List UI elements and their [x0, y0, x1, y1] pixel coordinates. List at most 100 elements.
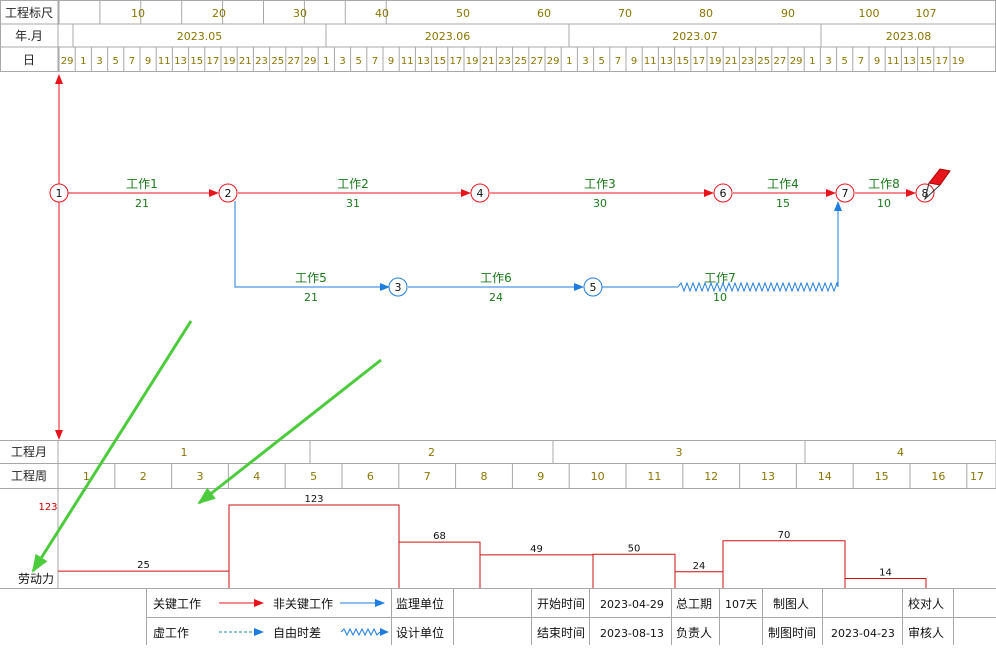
node-3-number: 3 [395, 281, 402, 294]
project-week-label: 14 [818, 470, 832, 483]
labor-value-label: 25 [137, 560, 150, 571]
project-month-label: 1 [181, 446, 188, 459]
activity-label-2: 工作2 [337, 177, 369, 191]
node-4-number: 4 [477, 187, 484, 200]
day-label: 15 [433, 56, 446, 67]
day-label: 25 [271, 56, 284, 67]
day-label: 11 [644, 56, 657, 67]
day-label: 17 [693, 56, 706, 67]
activity-duration-3: 30 [593, 197, 607, 210]
activity-duration-2: 31 [346, 197, 360, 210]
reviewer-label: 审核人 [908, 625, 944, 640]
day-label: 17 [207, 56, 220, 67]
project-week-label: 16 [931, 470, 945, 483]
scale-tick-label: 40 [375, 7, 389, 20]
day-label: 7 [858, 56, 864, 67]
draw-time-label: 制图时间 [768, 626, 816, 640]
project-week-label: 10 [591, 470, 605, 483]
activity-label-4: 工作4 [767, 177, 799, 191]
project-week-label: 4 [253, 470, 260, 483]
start-line-bottom-arrow [55, 430, 63, 440]
legend-supervisor: 监理单位 [396, 596, 444, 611]
node-2[interactable]: 2 [219, 184, 237, 202]
project-month-label: 3 [676, 446, 683, 459]
start-line-top-arrow [55, 74, 63, 84]
day-label: 13 [174, 56, 187, 67]
project-week-label: 3 [197, 470, 204, 483]
day-label: 19 [466, 56, 479, 67]
day-label: 1 [566, 56, 572, 67]
activity-duration-7: 10 [713, 291, 727, 304]
scale-row-label: 工程标尺 [5, 5, 53, 20]
day-label: 11 [158, 56, 171, 67]
project-week-label: 7 [424, 470, 431, 483]
project-week-label: 9 [537, 470, 544, 483]
node-1[interactable]: 1 [50, 184, 68, 202]
scale-tick-label: 30 [293, 7, 307, 20]
day-label: 19 [952, 56, 965, 67]
project-month-row-label: 工程月 [11, 444, 47, 459]
node-4[interactable]: 4 [471, 184, 489, 202]
node-3[interactable]: 3 [389, 278, 407, 296]
scale-tick-label: 100 [859, 7, 880, 20]
day-label: 1 [323, 56, 329, 67]
day-label: 13 [660, 56, 673, 67]
activity-label-5: 工作5 [295, 271, 327, 285]
labor-step-line [58, 505, 926, 588]
scale-tick-label: 107 [916, 7, 937, 20]
start-time-value: 2023-04-29 [600, 598, 664, 611]
day-label: 3 [582, 56, 588, 67]
day-label: 25 [757, 56, 770, 67]
labor-row-label: 劳动力 [18, 572, 54, 586]
node-1-number: 1 [56, 187, 63, 200]
month-row-label: 年.月 [15, 29, 43, 43]
day-label: 13 [903, 56, 916, 67]
legend-dummy-work: 虚工作 [153, 626, 189, 640]
day-label: 21 [482, 56, 495, 67]
node-7[interactable]: 7 [836, 184, 854, 202]
free-float-wave [678, 283, 838, 291]
activity-label-8: 工作8 [868, 177, 900, 191]
day-label: 3 [825, 56, 831, 67]
day-label: 9 [145, 56, 151, 67]
day-label: 7 [615, 56, 621, 67]
scale-tick-label: 10 [131, 7, 145, 20]
scale-tick-label: 80 [699, 7, 713, 20]
day-label: 9 [388, 56, 394, 67]
labor-value-label: 49 [530, 544, 543, 555]
scale-tick-label: 90 [781, 7, 795, 20]
day-label: 27 [531, 56, 544, 67]
day-label: 19 [223, 56, 236, 67]
activity-label-3: 工作3 [584, 177, 616, 191]
day-label: 1 [809, 56, 815, 67]
day-label: 13 [417, 56, 430, 67]
day-label: 29 [61, 56, 74, 67]
day-label: 15 [190, 56, 203, 67]
project-week-row-label: 工程周 [11, 468, 47, 483]
month-label: 2023.08 [886, 30, 932, 43]
draw-time-value: 2023-04-23 [831, 627, 895, 640]
end-time-value: 2023-08-13 [600, 627, 664, 640]
node-5-number: 5 [590, 281, 597, 294]
day-label: 7 [372, 56, 378, 67]
node-6[interactable]: 6 [714, 184, 732, 202]
month-label: 2023.07 [672, 30, 718, 43]
end-time-label: 结束时间 [537, 626, 585, 640]
annotation-arrow-right [199, 360, 381, 503]
day-label: 23 [741, 56, 754, 67]
node-7-number: 7 [842, 187, 849, 200]
node-2-number: 2 [225, 187, 232, 200]
project-week-label: 15 [875, 470, 889, 483]
day-label: 15 [919, 56, 932, 67]
day-label: 29 [547, 56, 560, 67]
activity-label-1: 工作1 [126, 177, 158, 191]
day-label: 5 [599, 56, 605, 67]
project-week-label: 13 [761, 470, 775, 483]
labor-value-label: 70 [778, 530, 791, 541]
scale-tick-label: 70 [618, 7, 632, 20]
day-label: 21 [725, 56, 738, 67]
node-5[interactable]: 5 [584, 278, 602, 296]
day-label: 5 [113, 56, 119, 67]
activity-label-6: 工作6 [480, 271, 512, 285]
